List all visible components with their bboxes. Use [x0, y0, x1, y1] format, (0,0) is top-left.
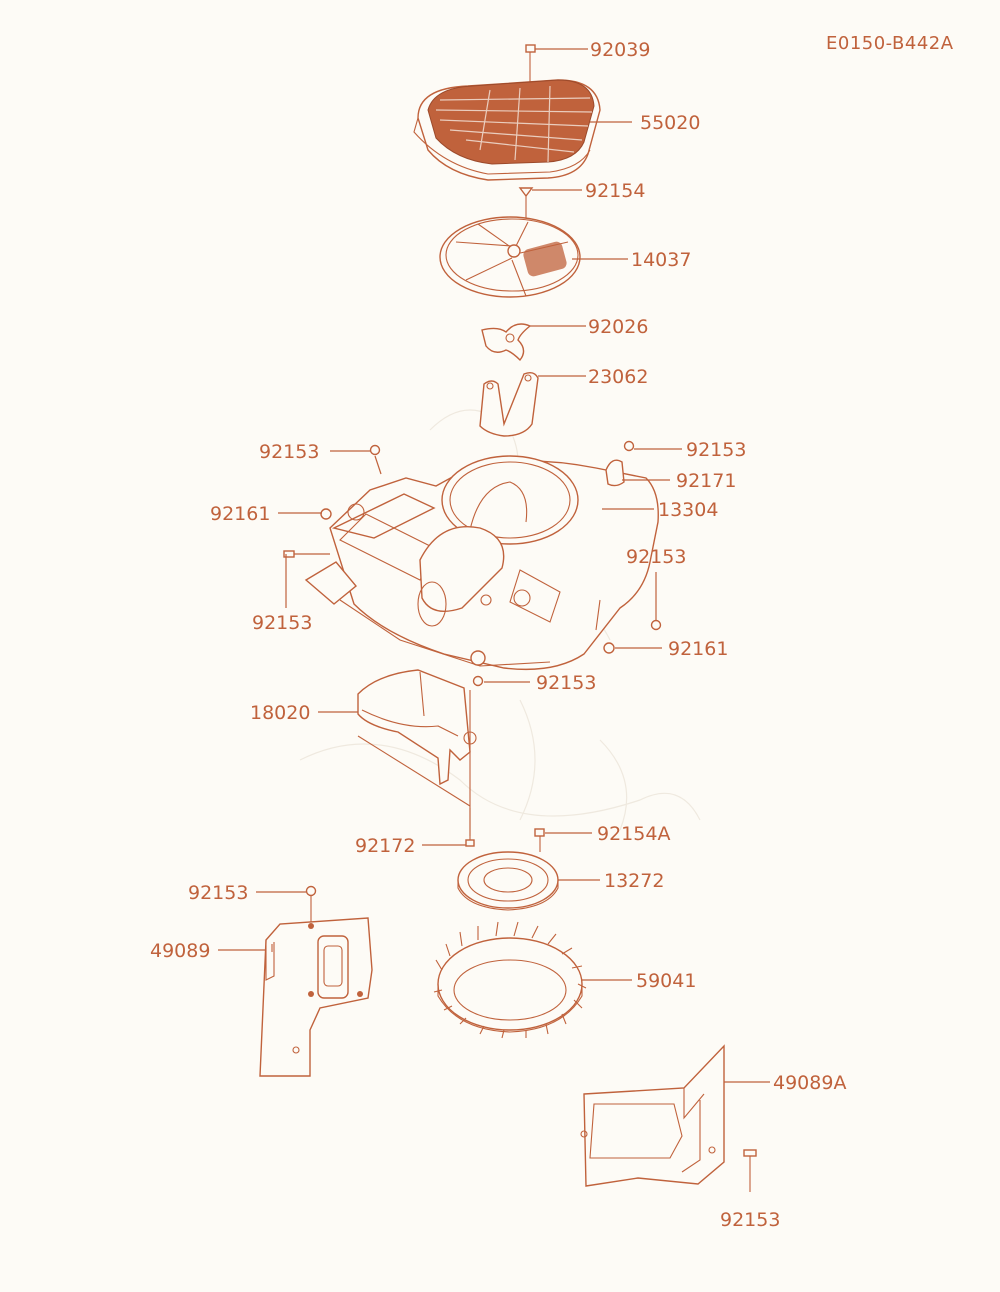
callout-18020: 18020	[250, 702, 310, 724]
callout-92153-d: 92153	[252, 612, 312, 634]
callout-92154: 92154	[585, 180, 645, 202]
callout-14037: 14037	[631, 249, 691, 271]
callout-92154A: 92154A	[597, 823, 670, 845]
part-cover-55020	[413, 79, 601, 181]
callout-92171: 92171	[676, 470, 736, 492]
callout-49089A: 49089A	[773, 1072, 846, 1094]
part-plate-14037	[439, 216, 581, 298]
callout-92161-a: 92161	[210, 503, 270, 525]
part-screw-92039	[525, 44, 536, 84]
callout-49089: 49089	[150, 940, 210, 962]
part-bracket-23062	[479, 371, 539, 437]
callout-92153-c: 92153	[626, 546, 686, 568]
part-bolt-92172	[465, 808, 475, 847]
callout-92153-f: 92153	[188, 882, 248, 904]
part-screw-92153-lower	[305, 885, 317, 924]
part-housing-13304	[304, 455, 659, 671]
callout-92172: 92172	[355, 835, 415, 857]
callout-92039: 92039	[590, 39, 650, 61]
callout-labels: 92039 55020 92154 14037 92026 23062 9215…	[150, 39, 846, 1231]
callout-13304: 13304	[658, 499, 718, 521]
callout-23062: 23062	[588, 366, 648, 388]
callout-92153-g: 92153	[720, 1209, 780, 1231]
part-screw-92154A	[534, 828, 545, 852]
callout-92161-b: 92161	[668, 638, 728, 660]
part-plate-13272	[457, 851, 559, 911]
part-shroud-49089A	[580, 1044, 725, 1187]
fasteners-housing	[283, 440, 662, 687]
callout-92153-a: 92153	[259, 441, 319, 463]
part-screw-92153-bottom	[743, 1149, 757, 1192]
callout-55020: 55020	[640, 112, 700, 134]
callout-59041: 59041	[636, 970, 696, 992]
part-fan-59041	[433, 921, 587, 1039]
callout-92153-e: 92153	[536, 672, 596, 694]
callout-92153-b: 92153	[686, 439, 746, 461]
part-spring-92026	[481, 323, 532, 362]
callout-92026: 92026	[588, 316, 648, 338]
leader-lines	[218, 48, 770, 1083]
part-baffle-18020	[357, 669, 477, 836]
part-shroud-49089	[259, 917, 373, 1077]
reference-code: E0150-B442A	[826, 33, 954, 54]
callout-13272: 13272	[604, 870, 664, 892]
